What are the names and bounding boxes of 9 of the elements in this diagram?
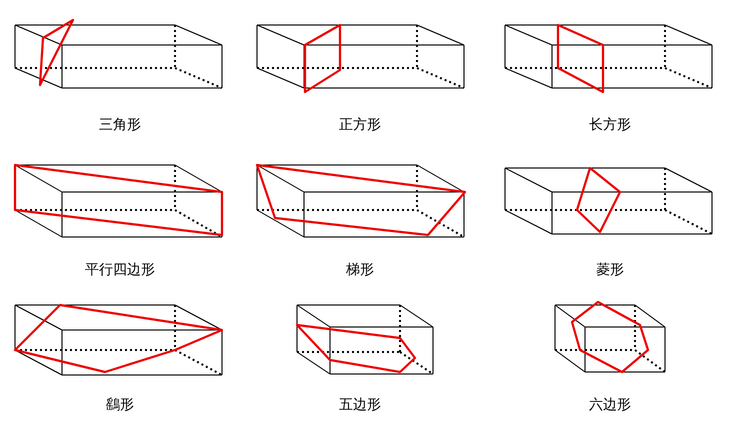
- caption: 五边形: [339, 396, 381, 414]
- caption: 平行四边形: [85, 261, 155, 279]
- caption: 长方形: [589, 116, 631, 134]
- caption: 鷂形: [106, 396, 134, 414]
- caption: 菱形: [596, 261, 624, 279]
- caption: 梯形: [346, 261, 374, 279]
- caption: 六边形: [589, 396, 631, 414]
- caption: 三角形: [99, 116, 141, 134]
- caption: 正方形: [339, 116, 381, 134]
